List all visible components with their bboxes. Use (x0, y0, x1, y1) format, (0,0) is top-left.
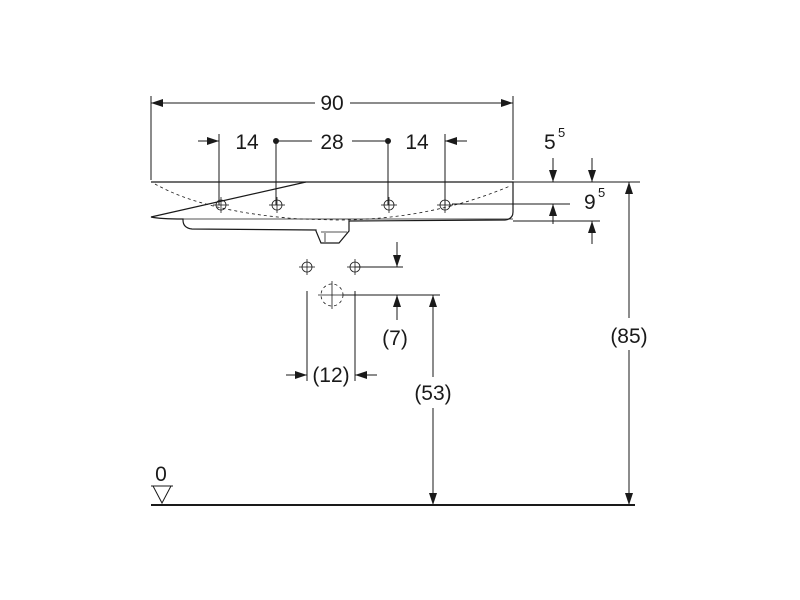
rim-depth-base: 5 (544, 131, 556, 154)
waste-width-dimension: (12) (286, 291, 377, 387)
rim-depth-dimension: 5 5 (513, 125, 640, 183)
waste-drop-dimension: (7) (382, 295, 408, 350)
connections (298, 242, 440, 309)
svg-text:5: 5 (544, 131, 556, 154)
tap-depth-sup: 5 (598, 185, 605, 200)
waste-height-label: (53) (414, 382, 451, 405)
floor-line: 0 (151, 463, 635, 506)
basin-outline (150, 181, 514, 244)
tap-spacing-label: 28 (320, 131, 343, 154)
waste-width-label: (12) (312, 364, 349, 387)
floor-level-label: 0 (155, 463, 167, 486)
tap-depth-dimension: 9 5 (452, 185, 605, 244)
width-label: 90 (320, 92, 343, 115)
floor-level-icon (152, 485, 172, 505)
tap-offset-right-label: 14 (405, 131, 429, 154)
width-dimension: 90 (150, 92, 514, 180)
waste-height-dimension: (53) (414, 295, 452, 505)
rim-height-label: (85) (610, 325, 647, 348)
rim-depth-sup: 5 (558, 125, 565, 140)
tap-offset-left-label: 14 (235, 131, 259, 154)
rim-height-dimension: (85) (610, 182, 648, 505)
tap-spacing-dimension: 14 28 14 (198, 131, 467, 205)
waste-drop-label: (7) (382, 327, 408, 350)
tap-depth-base: 9 (584, 191, 596, 214)
